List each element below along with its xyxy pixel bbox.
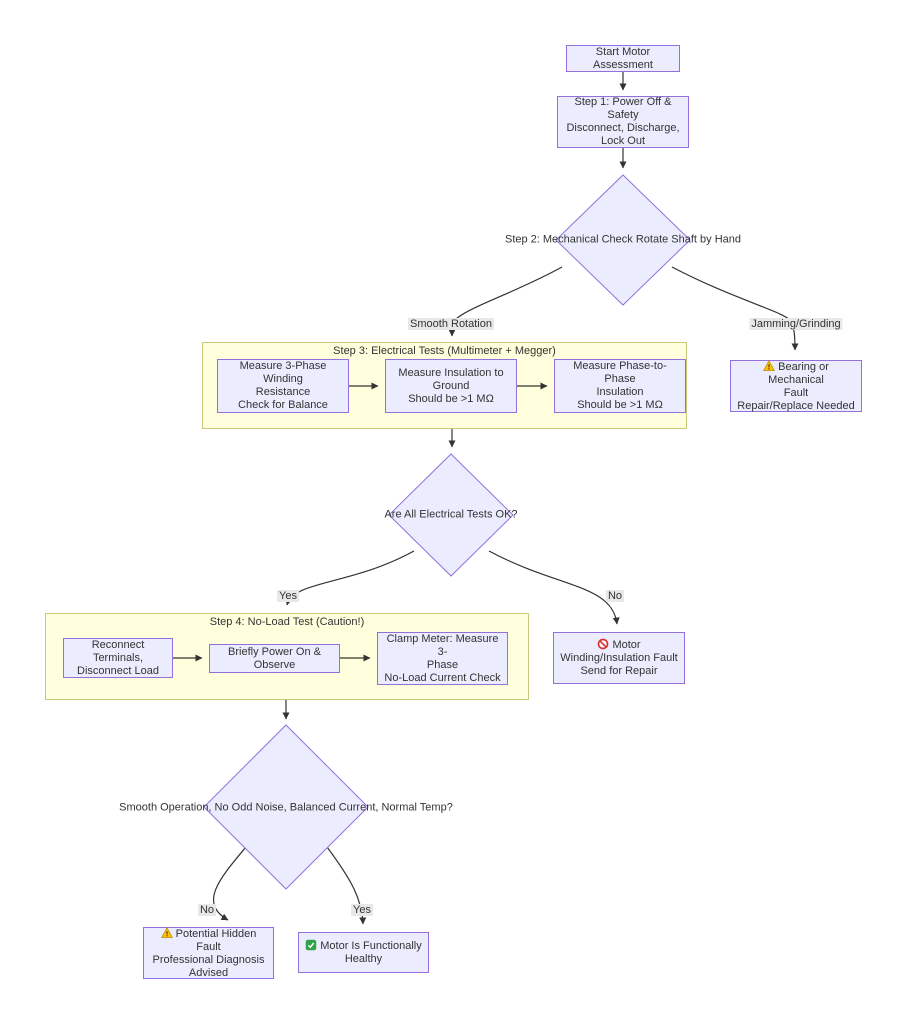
node-bearing-mechanical-fault: Bearing or Mechanical Fault Repair/Repla… [730, 359, 862, 412]
cluster-step4-title: Step 4: No-Load Test (Caution!) [45, 616, 529, 629]
node-measure-insulation-ground: Measure Insulation to Ground Should be >… [385, 359, 517, 413]
node-briefly-power-on: Briefly Power On & Observe [209, 644, 340, 673]
decision-step2-shape [555, 174, 691, 306]
warning-icon [763, 359, 775, 372]
node-start-text: Start Motor Assessment [593, 45, 653, 71]
edge-smooth-yes-to-healthy [326, 846, 367, 925]
node-start: Start Motor Assessment [566, 45, 680, 72]
decision-smooth-operation-shape [203, 724, 369, 890]
node-measure-phase-to-phase: Measure Phase-to-Phase Insulation Should… [554, 359, 686, 413]
edge-step2-to-bearing-fault [671, 266, 799, 351]
decision-tests-ok: Are All Electrical Tests OK? [384, 508, 518, 521]
edge-label-no-smooth: No [197, 904, 217, 916]
cluster-step3-title-line2: (Multimeter + Megger) [447, 345, 556, 357]
edge-label-no-tests: No [605, 590, 625, 602]
prohibited-icon [597, 638, 609, 650]
cluster-step4-title-line1: Step 4: No-Load Test [209, 616, 313, 628]
edge-label-yes-tests: Yes [277, 590, 299, 602]
edge-tests-ok-yes-to-step4 [285, 550, 415, 606]
edge-tests-ok-no-to-winding-fault [488, 550, 620, 625]
cluster-step3-title: Step 3: Electrical Tests (Multimeter + M… [202, 345, 687, 358]
node-clamp-meter-check: Clamp Meter: Measure 3- Phase No-Load Cu… [377, 632, 508, 685]
edge-label-jamming-grinding: Jamming/Grinding [749, 318, 843, 330]
cluster-step4-title-line2: (Caution!) [315, 616, 365, 628]
warning-icon [160, 926, 173, 939]
cluster-step3-title-line1: Step 3: Electrical Tests [333, 345, 445, 357]
node-motor-healthy: Motor Is Functionally Healthy [298, 932, 429, 973]
decision-smooth-operation: Smooth Operation, No Odd Noise, Balanced… [119, 801, 453, 814]
edge-smooth-no-to-hidden-fault [212, 846, 247, 921]
node-reconnect-terminals: Reconnect Terminals, Disconnect Load [63, 638, 173, 678]
decision-tests-ok-shape [388, 453, 514, 577]
node-potential-hidden-fault: Potential Hidden Fault Professional Diag… [143, 926, 274, 979]
edge-label-smooth-rotation: Smooth Rotation [408, 318, 494, 330]
node-motor-winding-fault: Motor Winding/Insulation Fault Send for … [553, 632, 685, 684]
edge-label-yes-smooth: Yes [351, 904, 373, 916]
check-icon [305, 939, 317, 951]
node-step1-power-off: Step 1: Power Off & Safety Disconnect, D… [557, 96, 689, 148]
node-measure-winding-resistance: Measure 3-Phase Winding Resistance Check… [217, 359, 349, 413]
decision-step2-mechanical-check: Step 2: Mechanical Check Rotate Shaft by… [504, 233, 742, 246]
